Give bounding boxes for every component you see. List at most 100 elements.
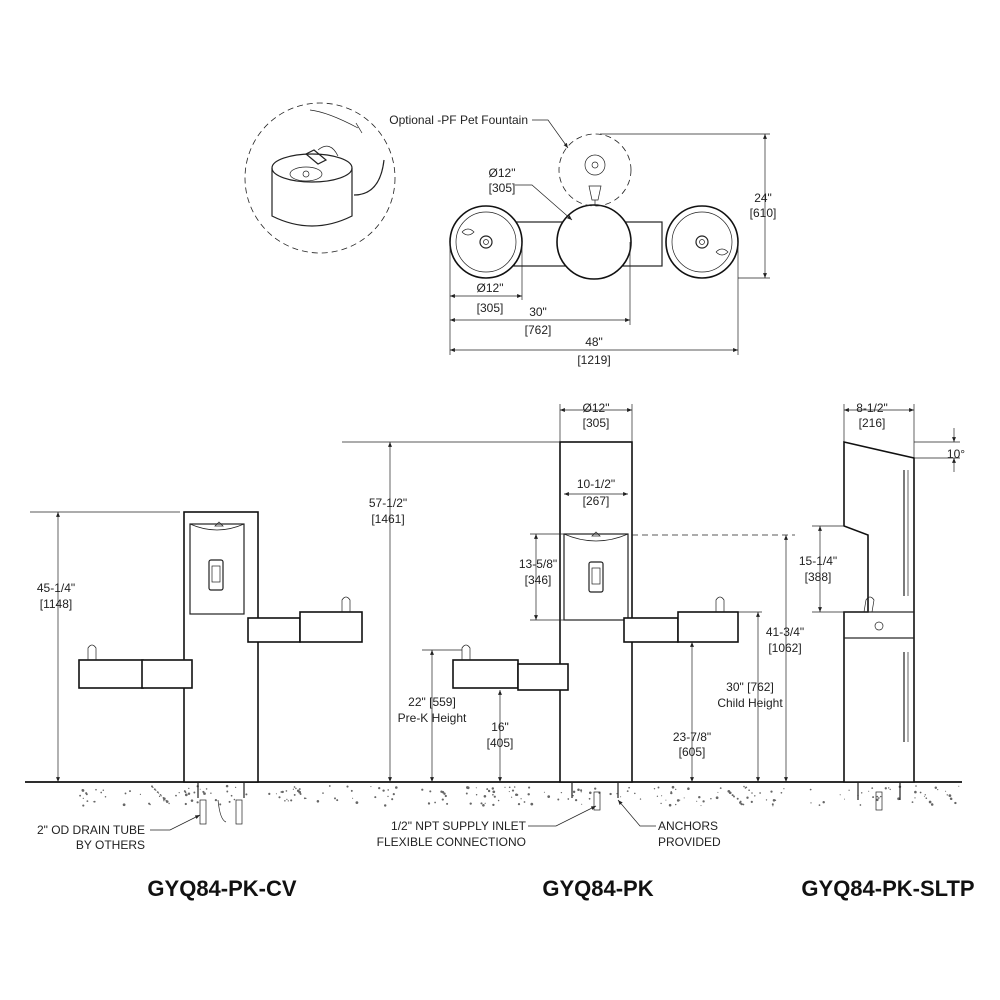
ground-grain (675, 803, 677, 806)
ground-grain (884, 787, 887, 790)
ground-grain (281, 790, 284, 794)
ground-grain (299, 793, 302, 795)
column-dia-in: Ø12" (583, 401, 610, 415)
ground-grain (924, 794, 926, 796)
ground-grain (504, 786, 506, 788)
ground-grain (770, 790, 773, 793)
ground-grain (934, 786, 938, 789)
ground-grain (293, 786, 296, 788)
overall-width-mm: [1219] (577, 353, 610, 367)
ground-grain (572, 795, 574, 797)
ground (25, 781, 962, 807)
ground-grain (378, 786, 381, 790)
ground-grain (395, 786, 398, 789)
ground-grain (421, 788, 424, 791)
ground-grain (513, 786, 516, 788)
ground-grain (665, 799, 667, 801)
ground-grain (626, 790, 629, 792)
ground-grain (100, 791, 103, 794)
model-cv: GYQ84-PK-CV (147, 876, 296, 901)
ground-grain (184, 802, 187, 806)
ground-grain (497, 799, 500, 802)
ground-grain (429, 790, 432, 793)
ground-grain (492, 790, 496, 794)
ground-grain (152, 786, 154, 789)
ground-grain (733, 795, 735, 798)
ground-grain (316, 800, 320, 803)
bottle-height-mm: [1062] (768, 641, 801, 655)
ground-grain (516, 793, 519, 796)
ground-grain (491, 787, 495, 790)
overall-width-in: 48" (585, 335, 603, 349)
ground-grain (822, 800, 825, 804)
ground-grain (245, 793, 248, 796)
prek-height-line2: Pre-K Height (398, 711, 467, 725)
cv-labels: 45-1/4" [1148] 2" OD DRAIN TUBE BY OTHER… (37, 581, 297, 901)
ground-grain (653, 788, 656, 790)
ground-grain (149, 803, 151, 806)
anchors-label-1: ANCHORS (658, 819, 718, 833)
ground-grain (780, 791, 783, 794)
ground-grain (911, 801, 914, 803)
ground-grain (696, 800, 698, 802)
ground-grain (719, 787, 722, 790)
ground-grain (574, 798, 578, 802)
top-view-dimensions (449, 119, 770, 355)
filler-height-mm: [346] (525, 573, 552, 587)
pet-fountain-label: Optional -PF Pet Fountain (389, 113, 528, 127)
ground-grain (888, 787, 890, 789)
ground-grain (620, 796, 622, 798)
ground-grain (79, 794, 82, 797)
sltp-labels: 8-1/2" [216] 10° 15-1/4" [388] GYQ84-PK-… (799, 401, 975, 901)
child-height-line2: Child Height (717, 696, 783, 710)
ground-grain (511, 796, 513, 798)
ground-grain (160, 795, 163, 797)
ground-grain (683, 797, 685, 799)
ground-grain (675, 788, 677, 791)
ground-grain (226, 790, 229, 793)
ground-grain (434, 801, 436, 804)
unit-sltp (843, 440, 915, 811)
ground-grain (530, 802, 534, 806)
filler-height-in: 13-5/8" (519, 557, 557, 571)
ground-grain (754, 795, 756, 797)
top-view-labels: Optional -PF Pet Fountain Ø12" [305] 24"… (389, 113, 776, 367)
ground-grain (656, 795, 659, 797)
ground-grain (810, 802, 812, 804)
ground-grain (581, 803, 583, 805)
ground-grain (589, 791, 592, 795)
ground-grain (158, 792, 160, 794)
ground-grain (139, 793, 141, 796)
ground-grain (355, 801, 359, 804)
ground-grain (746, 796, 749, 799)
ground-grain (155, 789, 157, 791)
ground-grain (392, 793, 395, 796)
ground-grain (427, 802, 431, 805)
ground-grain (305, 797, 307, 800)
ground-grain (480, 802, 483, 805)
ground-grain (889, 788, 891, 791)
prek-height-line1: 22" [559] (408, 695, 456, 709)
ground-grain (508, 791, 510, 793)
ground-grain (751, 792, 753, 794)
ground-grain (328, 785, 331, 787)
ground-grain (487, 789, 491, 793)
ground-grain (759, 792, 761, 794)
ground-grain (560, 791, 563, 794)
ground-grain (868, 790, 870, 792)
ground-grain (717, 791, 719, 793)
ground-grain (153, 788, 156, 791)
ground-grain (210, 792, 212, 794)
ground-grain (818, 804, 821, 806)
ground-grain (465, 792, 468, 795)
ground-grain (668, 803, 672, 807)
ground-grain (671, 785, 675, 789)
ground-grain (293, 793, 296, 796)
ground-grain (528, 786, 531, 789)
lower-basin-dia-mm: [305] (477, 301, 504, 315)
ground-grain (876, 798, 879, 802)
ground-grain (292, 788, 295, 790)
ground-grain (168, 802, 170, 805)
ground-grain (202, 790, 205, 793)
supply-label-1: 1/2" NPT SUPPLY INLET (391, 819, 527, 833)
